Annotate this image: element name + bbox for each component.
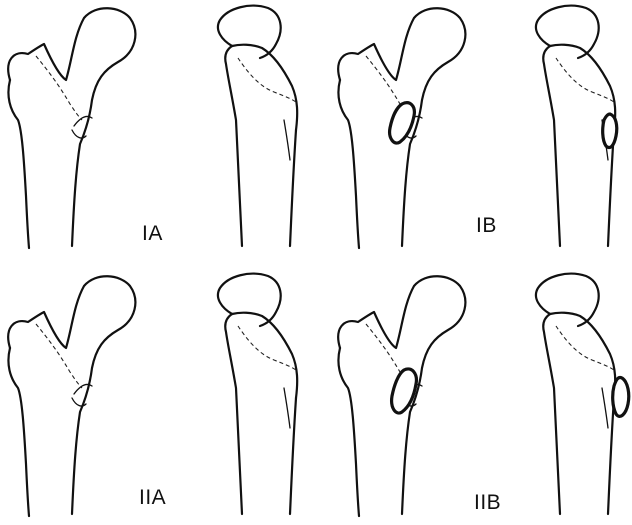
label-ia: IA <box>142 222 163 246</box>
femur-iib-ap-view <box>338 276 465 516</box>
label-ib: IB <box>476 214 497 238</box>
femur-iib-lateral-view <box>536 274 629 514</box>
femur-iia-ap-view <box>8 276 135 516</box>
femur-ia-lateral-view <box>218 6 297 246</box>
femur-iia-lateral-view <box>218 274 297 514</box>
lesion-outline <box>613 377 629 416</box>
lesion-outline <box>603 114 617 148</box>
femur-ia-ap-view <box>8 8 135 248</box>
label-iia: IIA <box>139 486 166 510</box>
femur-ib-ap-view <box>338 8 465 248</box>
label-iib: IIB <box>474 491 501 515</box>
femur-ib-lateral-view <box>536 6 617 246</box>
